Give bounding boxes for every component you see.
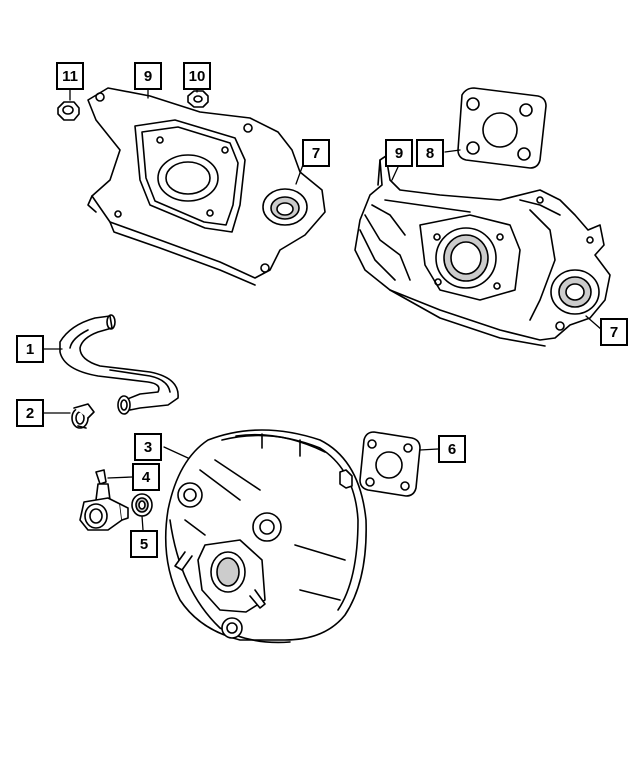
callout-7-upper: 7 bbox=[302, 139, 330, 167]
callout-10: 10 bbox=[183, 62, 211, 90]
hose-clamp-2 bbox=[71, 403, 95, 429]
callout-9-right: 9 bbox=[385, 139, 413, 167]
callout-5: 5 bbox=[130, 530, 158, 558]
callout-1: 1 bbox=[16, 335, 44, 363]
callout-11-label: 11 bbox=[62, 67, 78, 85]
callout-9-upper-label: 9 bbox=[143, 67, 153, 85]
callout-2-label: 2 bbox=[25, 404, 35, 422]
nut-10 bbox=[187, 90, 209, 108]
callout-9-upper: 9 bbox=[134, 62, 162, 90]
callout-7-right-label: 7 bbox=[609, 323, 619, 341]
gasket-6 bbox=[359, 431, 421, 497]
callout-6-label: 6 bbox=[447, 440, 457, 458]
callout-6: 6 bbox=[438, 435, 466, 463]
callout-5-label: 5 bbox=[139, 535, 149, 553]
leader-lines bbox=[43, 85, 603, 531]
callout-4-label: 4 bbox=[141, 468, 151, 486]
upper-left-bracket bbox=[87, 87, 326, 286]
callout-3: 3 bbox=[134, 433, 162, 461]
right-bracket-assembly bbox=[354, 155, 611, 347]
callout-2: 2 bbox=[16, 399, 44, 427]
callout-8-label: 8 bbox=[425, 144, 435, 162]
nut-11 bbox=[57, 101, 80, 121]
check-valve-4 bbox=[79, 469, 129, 531]
gasket-plate-8 bbox=[457, 87, 547, 169]
callout-9-right-label: 9 bbox=[394, 144, 404, 162]
callout-8: 8 bbox=[416, 139, 444, 167]
callout-7-right: 7 bbox=[600, 318, 628, 346]
brake-booster-3 bbox=[164, 429, 367, 644]
callout-3-label: 3 bbox=[143, 438, 153, 456]
callout-11: 11 bbox=[56, 62, 84, 90]
callout-7-upper-label: 7 bbox=[311, 144, 321, 162]
callout-1-label: 1 bbox=[25, 340, 35, 358]
callout-10-label: 10 bbox=[188, 67, 206, 85]
callout-4: 4 bbox=[132, 463, 160, 491]
grommet-5 bbox=[131, 493, 153, 517]
vacuum-hose-1 bbox=[59, 314, 179, 415]
